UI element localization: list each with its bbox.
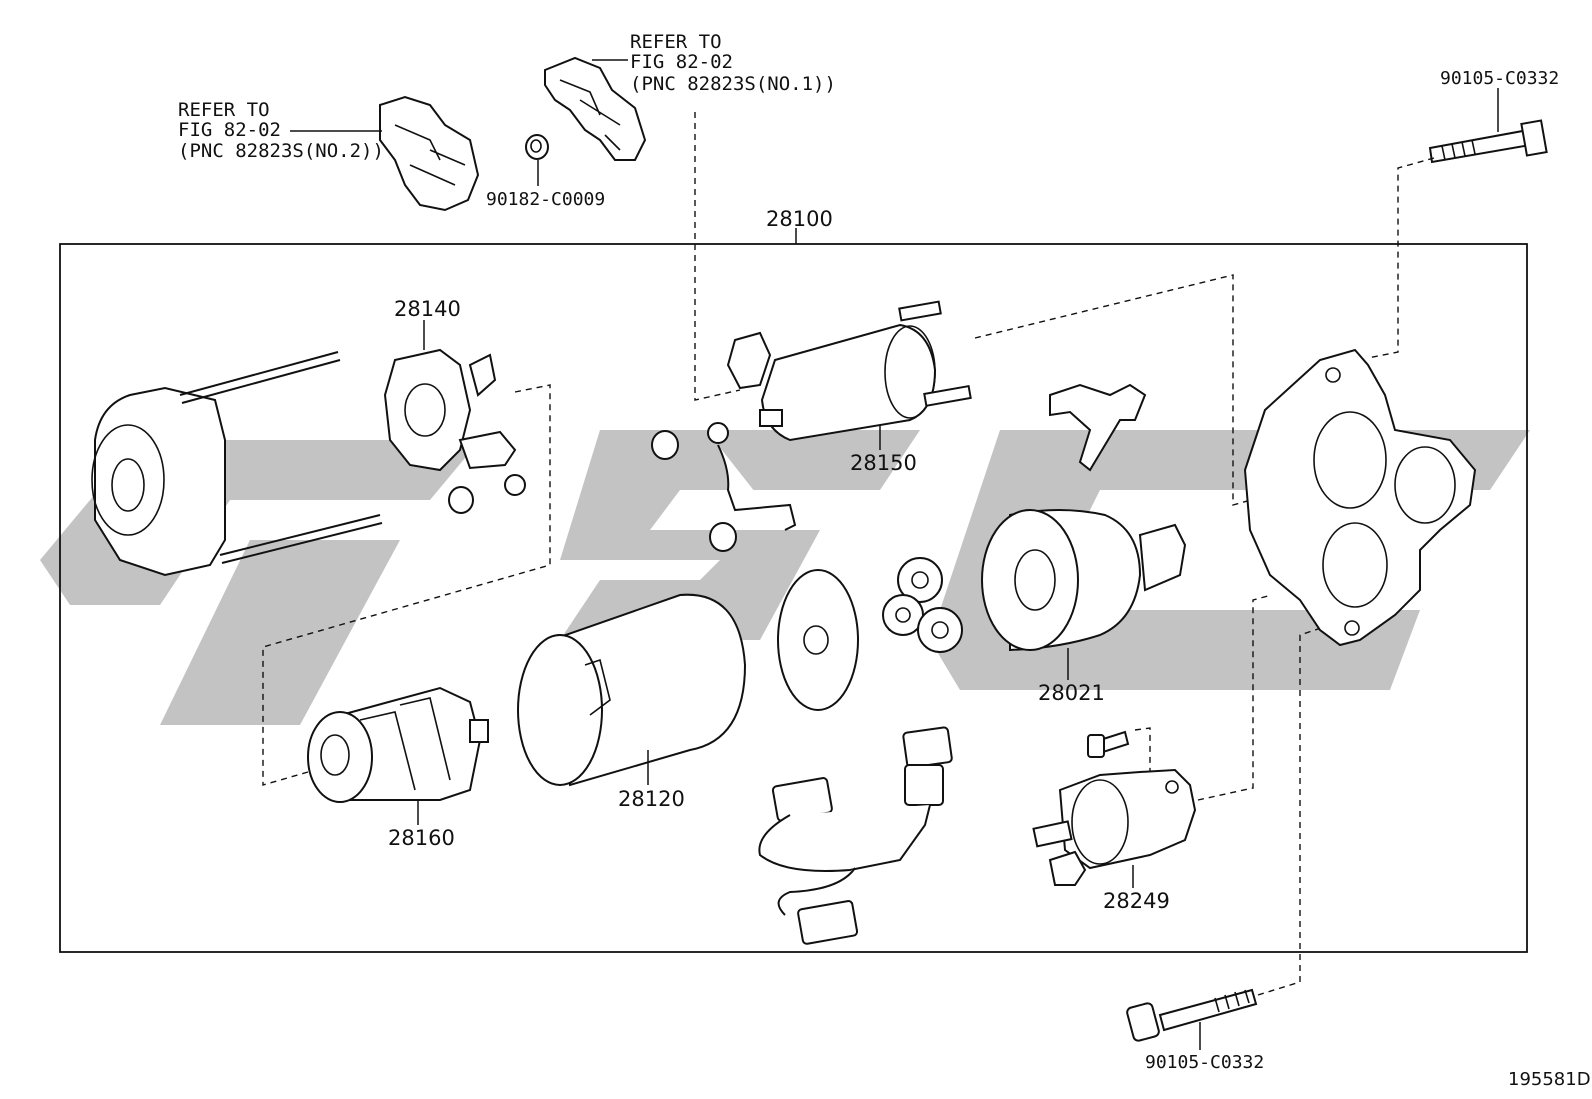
small-bushing-left	[448, 486, 474, 514]
lead-wire	[651, 422, 797, 552]
ref-no2-line1[interactable]: REFER TO	[178, 99, 270, 121]
yoke-cylinder	[517, 593, 747, 787]
part-28249-label[interactable]: 28249	[1103, 889, 1170, 913]
ref-no2-line3[interactable]: (PNC 82823S(NO.2))	[178, 140, 384, 162]
solenoid-switch	[726, 300, 972, 442]
wire-harness	[758, 726, 953, 945]
planetary-gears	[882, 557, 963, 653]
armature	[307, 686, 489, 803]
bolt-top	[1428, 119, 1548, 164]
connector-no1	[544, 56, 647, 161]
part-28140-label[interactable]: 28140	[394, 297, 461, 321]
part-28150-label[interactable]: 28150	[850, 451, 917, 475]
yoke-housing	[91, 351, 383, 577]
assembly-frame	[59, 243, 1528, 953]
small-bolt	[1087, 730, 1130, 758]
bolt-bottom-part-number[interactable]: 90105-C0332	[1145, 1052, 1264, 1073]
starter-clutch	[981, 509, 1187, 652]
magnet-switch	[1032, 768, 1197, 886]
ref-no1-line3[interactable]: (PNC 82823S(NO.1))	[630, 73, 836, 95]
figure-id: 195581D	[1508, 1069, 1591, 1090]
part-28160-label[interactable]: 28160	[388, 826, 455, 850]
part-28021-label[interactable]: 28021	[1038, 681, 1105, 705]
ref-no2-line2[interactable]: FIG 82-02	[178, 119, 281, 141]
ref-no1-line2[interactable]: FIG 82-02	[630, 51, 733, 73]
brush-holder-plate	[383, 348, 526, 496]
gear-plate	[777, 569, 859, 711]
bolt-top-part-number[interactable]: 90105-C0332	[1440, 68, 1559, 89]
nut-part	[525, 134, 549, 160]
part-28120-label[interactable]: 28120	[618, 787, 685, 811]
connector-no2	[379, 95, 480, 212]
nut-part-number[interactable]: 90182-C0009	[486, 189, 605, 210]
bolt-bottom	[1126, 988, 1258, 1042]
drive-housing	[1243, 348, 1477, 647]
shift-lever	[1049, 383, 1147, 472]
ref-no1-line1[interactable]: REFER TO	[630, 31, 722, 53]
assembly-number-label[interactable]: 28100	[766, 207, 833, 231]
